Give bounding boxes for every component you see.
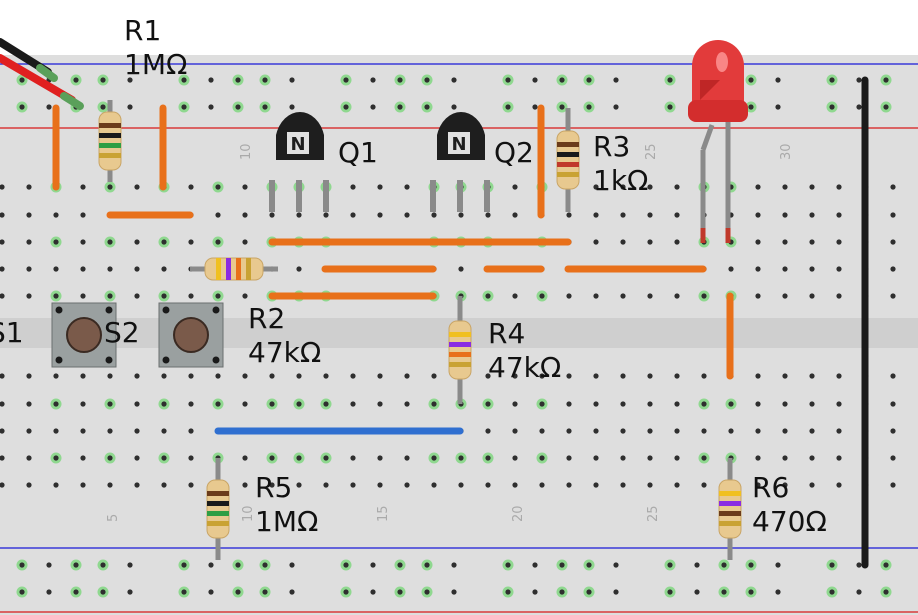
jumper-wires (52, 76, 869, 569)
q2-label: Q2 (494, 136, 534, 169)
r2-value-label: 47kΩ (248, 336, 321, 369)
s2-label: S2 (104, 316, 140, 349)
transistor-q1: N (269, 111, 329, 212)
r2-name-label: R2 (248, 302, 285, 335)
column-number-10-bottom: 10 (241, 505, 256, 522)
green-lead-tip-2 (60, 92, 84, 110)
pushbutton-s1[interactable] (51, 302, 117, 368)
red-led (688, 40, 748, 243)
r1-name-label: R1 (124, 14, 161, 47)
r5-name-label: R5 (255, 471, 292, 504)
resistor-r3 (556, 108, 580, 212)
s1-label: S1 (0, 316, 24, 349)
r5-value-label: 1MΩ (255, 505, 318, 538)
column-number-25-top: 25 (644, 143, 659, 160)
r6-value-label: 470Ω (752, 505, 827, 538)
q2-marking: N (451, 134, 466, 155)
resistor-r6 (718, 458, 742, 560)
resistor-r1 (98, 100, 122, 182)
resistor-r2 (190, 257, 278, 281)
q1-marking: N (290, 134, 305, 155)
column-number-10-top: 10 (239, 143, 254, 160)
resistors (98, 100, 742, 560)
r3-name-label: R3 (593, 130, 630, 163)
red-power-lead (0, 54, 76, 104)
r1-value-label: 1MΩ (124, 48, 187, 81)
green-lead-tip-1 (36, 64, 58, 82)
r3-value-label: 1kΩ (593, 164, 648, 197)
r4-value-label: 47kΩ (488, 351, 561, 384)
column-number-25-bottom: 25 (646, 505, 661, 522)
r4-name-label: R4 (488, 317, 525, 350)
column-number-30-top: 30 (779, 143, 794, 160)
pushbutton-s2[interactable] (158, 302, 224, 368)
q1-label: Q1 (338, 136, 378, 169)
resistor-r4 (448, 296, 472, 404)
column-number-5-bottom: 5 (106, 514, 121, 522)
column-number-20-bottom: 20 (511, 505, 526, 522)
resistor-r5 (206, 458, 230, 560)
transistor-q2: N (430, 111, 490, 212)
column-number-15-bottom: 15 (376, 505, 391, 522)
r6-name-label: R6 (752, 471, 789, 504)
